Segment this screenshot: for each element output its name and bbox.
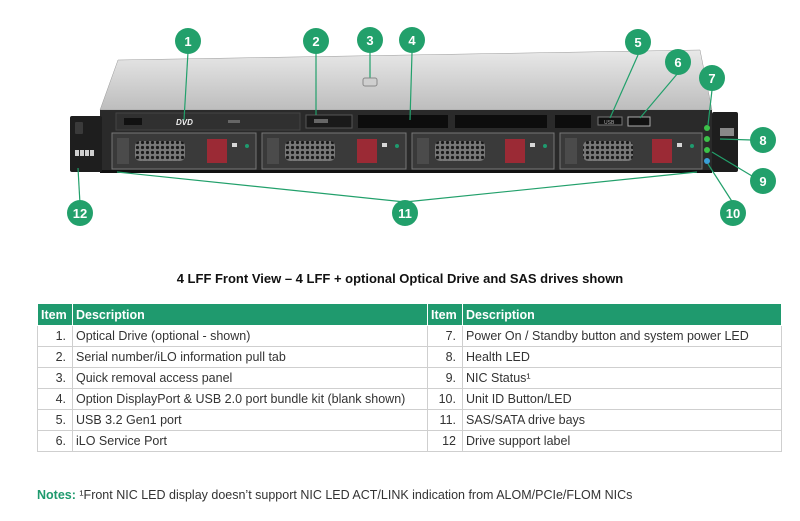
svg-text:7: 7 — [708, 71, 715, 86]
table-row: 1. Optical Drive (optional - shown) 7. P… — [37, 325, 782, 347]
callout-1: 1 — [175, 28, 201, 54]
item-header: Item — [37, 303, 73, 326]
callout-5: 5 — [625, 29, 651, 55]
vent-grille — [358, 115, 591, 128]
svg-text:1: 1 — [184, 34, 191, 49]
callout-12: 12 — [67, 200, 93, 226]
usb-port-icon — [720, 128, 734, 136]
item-description: iLO Service Port — [72, 430, 428, 452]
callout-9: 9 — [750, 168, 776, 194]
notes-text: ¹Front NIC LED display doesn’t support N… — [79, 488, 633, 502]
table-row: 6. iLO Service Port 12 Drive support lab… — [37, 430, 782, 452]
item-header: Item — [427, 303, 463, 326]
callout-2: 2 — [303, 28, 329, 54]
callout-7: 7 — [699, 65, 725, 91]
item-description: Drive support label — [462, 430, 782, 452]
table-row: 4. Option DisplayPort & USB 2.0 port bun… — [37, 388, 782, 410]
server-front-diagram: DVD USB — [67, 27, 776, 226]
callout-6: 6 — [665, 49, 691, 75]
component-table: Item Description Item Description 1. Opt… — [37, 303, 782, 452]
callout-11: 11 — [392, 200, 418, 226]
item-description: Health LED — [462, 346, 782, 368]
item-number: 12 — [427, 430, 463, 452]
svg-text:8: 8 — [759, 133, 766, 148]
drive-bay — [411, 132, 555, 170]
svg-text:12: 12 — [73, 206, 87, 221]
callout-8: 8 — [750, 127, 776, 153]
item-number: 4. — [37, 388, 73, 410]
table-row: 2. Serial number/iLO information pull ta… — [37, 346, 782, 368]
drive-bay — [261, 132, 407, 170]
description-header: Description — [462, 303, 782, 326]
svg-text:3: 3 — [366, 33, 373, 48]
svg-text:10: 10 — [726, 206, 740, 221]
item-number: 8. — [427, 346, 463, 368]
item-description: Serial number/iLO information pull tab — [72, 346, 428, 368]
item-number: 5. — [37, 409, 73, 431]
item-number: 9. — [427, 367, 463, 389]
right-rack-ear — [712, 112, 738, 172]
svg-text:9: 9 — [759, 174, 766, 189]
ilo-service-port — [627, 116, 651, 127]
item-number: 10. — [427, 388, 463, 410]
drive-bay — [111, 132, 257, 170]
callout-10: 10 — [720, 200, 746, 226]
item-number: 3. — [37, 367, 73, 389]
item-description: NIC Status¹ — [462, 367, 782, 389]
power-button-icon — [704, 125, 710, 131]
table-row: 5. USB 3.2 Gen1 port 11. SAS/SATA drive … — [37, 409, 782, 431]
chassis-lid — [99, 49, 713, 111]
callout-4: 4 — [399, 27, 425, 53]
dvd-logo: DVD — [176, 118, 193, 127]
table-row: 3. Quick removal access panel 9. NIC Sta… — [37, 367, 782, 389]
drive-support-label-icon — [75, 150, 94, 156]
item-description: USB 3.2 Gen1 port — [72, 409, 428, 431]
item-description: SAS/SATA drive bays — [462, 409, 782, 431]
item-description: Power On / Standby button and system pow… — [462, 325, 782, 347]
item-number: 1. — [37, 325, 73, 347]
drive-bay — [559, 132, 703, 170]
callout-3: 3 — [357, 27, 383, 53]
item-number: 2. — [37, 346, 73, 368]
notes: Notes: ¹Front NIC LED display doesn’t su… — [37, 488, 632, 502]
description-header: Description — [72, 303, 428, 326]
serial-pull-tab — [305, 114, 353, 129]
optical-drive — [115, 112, 301, 131]
item-number: 7. — [427, 325, 463, 347]
health-led-icon — [704, 136, 710, 142]
svg-text:5: 5 — [634, 35, 641, 50]
item-description: Optical Drive (optional - shown) — [72, 325, 428, 347]
status-leds — [704, 125, 710, 164]
item-description: Quick removal access panel — [72, 367, 428, 389]
svg-text:6: 6 — [674, 55, 681, 70]
left-rack-ear — [70, 116, 102, 172]
item-description: Option DisplayPort & USB 2.0 port bundle… — [72, 388, 428, 410]
svg-text:2: 2 — [312, 34, 319, 49]
uid-button-icon — [704, 158, 710, 164]
usb-port-label: USB — [604, 120, 615, 126]
item-description: Unit ID Button/LED — [462, 388, 782, 410]
figure-caption: 4 LFF Front View – 4 LFF + optional Opti… — [176, 271, 624, 286]
item-number: 6. — [37, 430, 73, 452]
nic-status-icon — [704, 147, 710, 153]
notes-label: Notes: — [37, 488, 76, 502]
svg-text:4: 4 — [408, 33, 416, 48]
item-number: 11. — [427, 409, 463, 431]
svg-text:11: 11 — [398, 206, 412, 221]
